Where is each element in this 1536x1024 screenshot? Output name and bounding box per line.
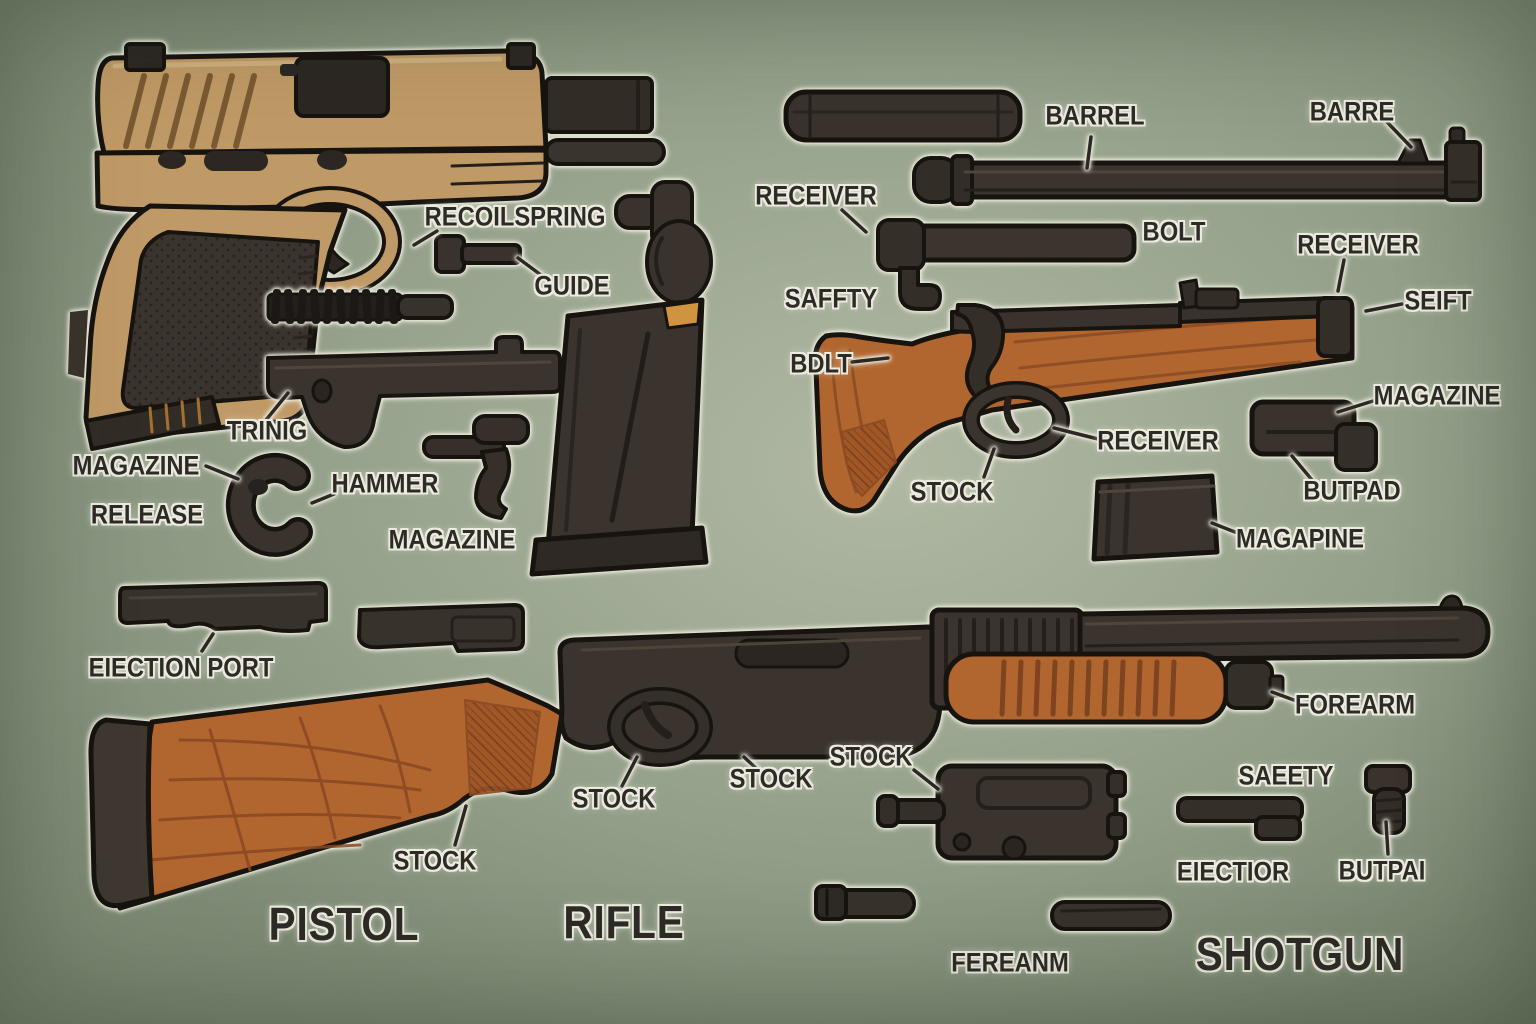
- shotgun-slide-part-left: [118, 581, 328, 633]
- label-ejection-port: EIECTION PORT: [88, 652, 274, 683]
- label-eiectior: EIECTIOR: [1176, 856, 1290, 887]
- pistol-loose-parts: [225, 180, 713, 577]
- rifle-bolt-part: [876, 218, 1137, 311]
- label-forearm: FOREARM: [1294, 689, 1416, 720]
- label-hammer: HAMMER: [331, 468, 439, 499]
- label-recoilspring: RECOILSPRING: [424, 201, 606, 232]
- label-barrel: BARREL: [1045, 100, 1145, 131]
- shotgun-trigger-guard: [610, 690, 710, 764]
- shotgun-forearm-cap: [1224, 660, 1274, 710]
- label-stock-3: STOCK: [729, 763, 813, 794]
- pistol-barrel-muzzle: [544, 76, 654, 134]
- label-receiver-top: RECEIVER: [755, 180, 877, 211]
- shotgun-illustration: [88, 581, 1491, 931]
- rifle-stock-wood: [812, 297, 1355, 514]
- shotgun-slide-part-right: [357, 603, 525, 653]
- label-stock-4: STOCK: [829, 741, 913, 772]
- takedown-lever-part: [614, 180, 713, 305]
- label-receiver-mid: RECEIVER: [1297, 229, 1419, 260]
- section-title-pistol: PISTOL: [268, 898, 420, 950]
- recoil-guide-rod-part: [434, 234, 522, 274]
- rifle-trigger-guard: [965, 384, 1067, 456]
- label-bdlt: BDLT: [790, 348, 852, 379]
- shotgun-receiver-box-part: [876, 763, 1127, 861]
- hammer-part: [422, 414, 530, 520]
- label-magazine-release-1: MAGAZINE: [72, 450, 200, 481]
- label-trigger: TRINIG: [226, 415, 308, 446]
- rifle-magazine-part: [1091, 473, 1220, 562]
- label-stock-rifle: STOCK: [910, 476, 994, 507]
- label-fereanm: FEREANM: [951, 947, 1069, 978]
- label-stock-2: STOCK: [572, 783, 656, 814]
- label-seift: SEIFT: [1404, 285, 1472, 316]
- pistol-guide-rod-tip: [544, 138, 666, 166]
- recoil-spring-part: [266, 288, 454, 325]
- shotgun-pin-part-right: [1050, 900, 1172, 931]
- label-magapine: MAGAPINE: [1235, 523, 1365, 554]
- label-stock-1: STOCK: [393, 845, 477, 876]
- shotgun-buttplate: [88, 717, 155, 909]
- rifle-buttpad-part: [1249, 399, 1378, 472]
- label-magazine-release-2: RELEASE: [90, 499, 204, 530]
- trigger-assembly-part: [266, 335, 562, 450]
- rifle-assembled: [812, 278, 1355, 514]
- label-receiver-rifle: RECEIVER: [1097, 425, 1219, 456]
- label-barre: BARRE: [1309, 96, 1395, 127]
- magazine-release-part: [225, 452, 313, 557]
- pistol-magazine-part: [529, 297, 709, 577]
- label-safety-rifle: SAFFTY: [784, 283, 878, 314]
- label-butpai: BUTPAI: [1338, 855, 1426, 886]
- label-pistol-magazine: MAGAZINE: [388, 524, 516, 555]
- label-bolt: BOLT: [1142, 216, 1206, 247]
- label-butpad: BUTPAD: [1303, 475, 1401, 506]
- pistol-front-sight: [506, 42, 536, 70]
- leader-lines: [200, 120, 1413, 856]
- rifle-illustration: [783, 89, 1482, 562]
- shotgun-assembled: [88, 594, 1491, 911]
- label-guide: GUIDE: [534, 270, 610, 301]
- pistol-rear-sight: [124, 42, 166, 72]
- rifle-shroud-part: [783, 89, 1023, 143]
- section-title-shotgun: SHOTGUN: [1195, 928, 1405, 980]
- label-saeety: SAEETY: [1238, 760, 1334, 791]
- label-magazine-rifle-part: MAGAZINE: [1373, 380, 1501, 411]
- shotgun-safety-part: [1176, 796, 1304, 841]
- section-title-rifle: RIFLE: [563, 896, 685, 948]
- shotgun-bolt-part: [1364, 764, 1412, 835]
- pistol-ejection-port: [294, 56, 390, 118]
- shotgun-front-sight: [1438, 594, 1464, 610]
- rifle-barrel-part: [912, 126, 1482, 206]
- shotgun-pin-part-left: [814, 884, 916, 921]
